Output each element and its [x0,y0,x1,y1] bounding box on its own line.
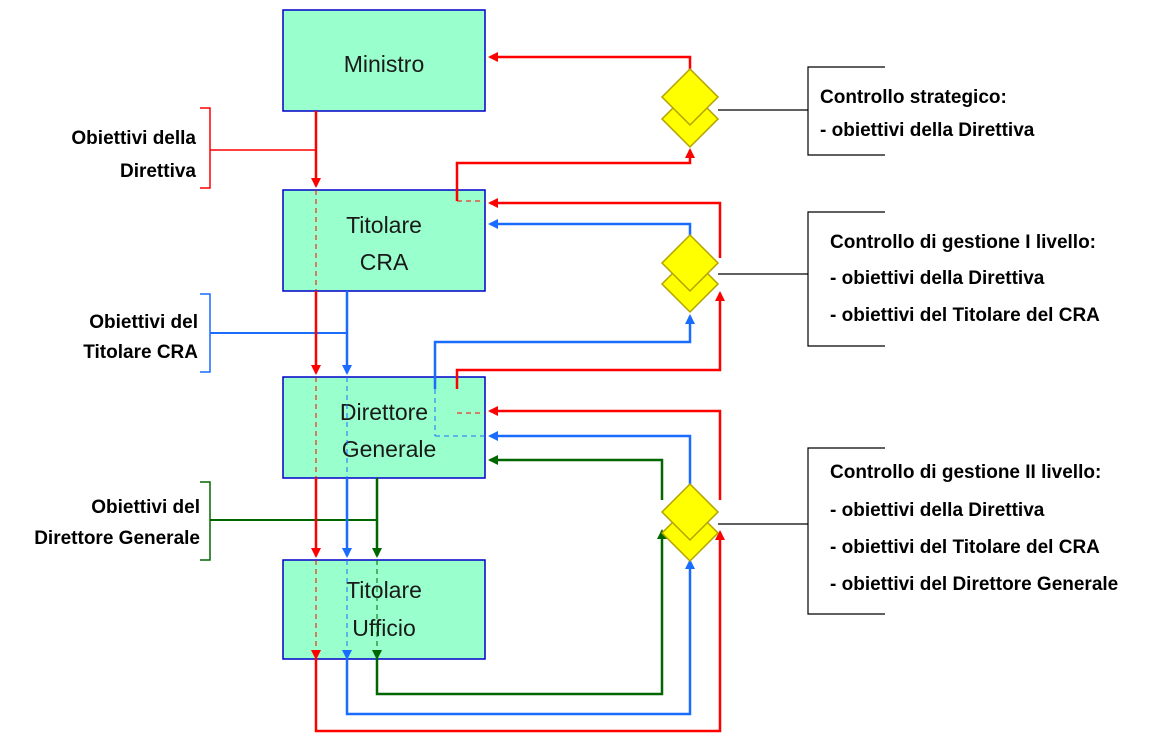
control-box-gestione-2: Controllo di gestione II livello: - obie… [807,447,1118,615]
side-label-direttore-1: Obiettivi del [91,497,200,518]
control-gestione-1-line-2: - obiettivi della Direttiva [830,268,1045,289]
side-label-direttiva-2: Direttiva [120,161,196,182]
box-ministro: Ministro [282,9,486,112]
side-bracket-direttore: Obiettivi del Direttore Generale [34,481,377,561]
control-gestione-2-line-4: - obiettivi del Direttore Generale [830,574,1118,595]
red-feedback-loop [314,52,725,733]
side-label-direttiva-1: Obiettivi della [71,128,196,149]
side-bracket-direttiva: Obiettivi della Direttiva [71,107,316,189]
control-strategico-line-2: - obiettivi della Direttiva [820,120,1035,141]
side-bracket-titolare-cra: Obiettivi del Titolare CRA [83,293,347,373]
control-box-gestione-1: Controllo di gestione I livello: - obiet… [807,211,1100,347]
box-titolare-ufficio-label-1: Titolare [346,577,422,603]
side-label-titolare-cra-2: Titolare CRA [83,342,198,363]
green-feedback-loop [375,455,667,696]
box-titolare-cra: Titolare CRA [282,189,486,292]
control-gestione-2-line-2: - obiettivi della Direttiva [830,500,1045,521]
box-titolare-ufficio-label-2: Ufficio [352,615,416,641]
box-ministro-label: Ministro [344,51,425,77]
control-strategico-line-1: Controllo strategico: [820,87,1007,108]
control-gestione-1-line-3: - obiettivi del Titolare del CRA [830,305,1100,326]
control-gestione-2-line-1: Controllo di gestione II livello: [830,462,1101,483]
box-direttore-generale-label-2: Generale [342,436,437,462]
control-node-strategico-icon [660,67,720,149]
box-titolare-cra-label-2: CRA [360,249,409,275]
blue-feedback-loop [345,219,695,716]
control-box-strategico: Controllo strategico: - obiettivi della … [807,66,1035,156]
side-label-titolare-cra-1: Obiettivi del [89,312,198,333]
box-direttore-generale: Direttore Generale [282,376,486,479]
control-node-gestione-2-icon [660,482,720,563]
box-direttore-generale-label-1: Direttore [340,399,428,425]
box-titolare-ufficio: Titolare Ufficio [282,559,486,660]
side-label-direttore-2: Direttore Generale [34,528,200,549]
control-gestione-2-line-3: - obiettivi del Titolare del CRA [830,537,1100,558]
control-gestione-1-line-1: Controllo di gestione I livello: [830,232,1096,253]
control-node-gestione-1-icon [660,233,720,314]
box-titolare-cra-label-1: Titolare [346,212,422,238]
control-connectors [718,109,808,525]
